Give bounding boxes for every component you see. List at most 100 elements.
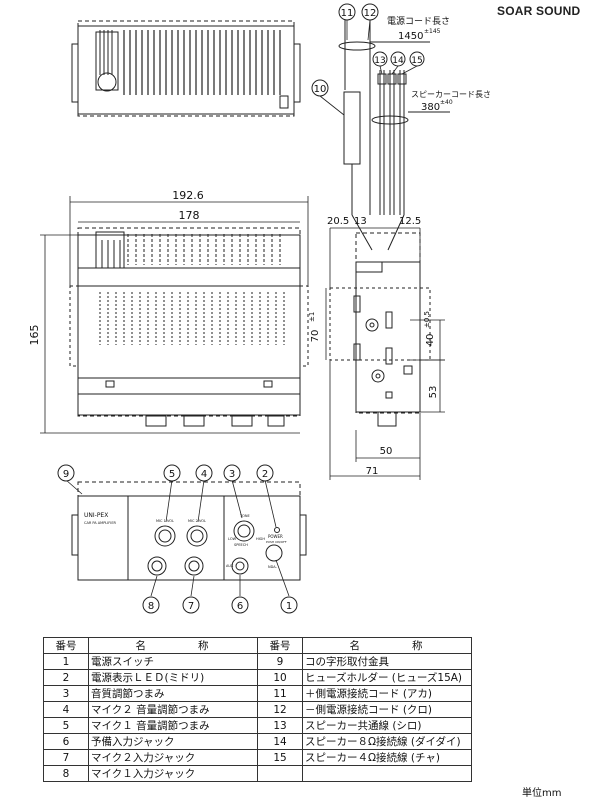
dim-side-bottom: 53 (428, 386, 439, 399)
table-row: 3 音質調節つまみ 11 ＋側電源接続コード (アカ) (43, 685, 472, 702)
svg-text:8: 8 (148, 601, 154, 612)
front-dimensions (40, 196, 309, 434)
row-name: ヒューズホルダー (ヒューズ15A) (302, 669, 472, 686)
svg-text:11: 11 (341, 8, 354, 19)
callout-1: 1 (280, 596, 298, 614)
svg-text:2: 2 (262, 469, 268, 480)
row-no: 3 (43, 685, 89, 702)
row-name: マイク２入力ジャック (88, 749, 258, 766)
dim-overall-width: 192.6 (172, 189, 204, 202)
callout-5: 5 (163, 464, 181, 482)
dim-inner-width: 178 (179, 209, 200, 222)
row-name: マイク１ 音量調節つまみ (88, 717, 258, 734)
power-cord-label: 電源コード長さ (387, 16, 450, 27)
row-no: 4 (43, 701, 89, 718)
svg-text:15: 15 (411, 56, 422, 66)
callout-7: 7 (182, 596, 200, 614)
brand-logo: SOAR SOUND (497, 4, 581, 18)
front-view (69, 227, 309, 427)
power-cord-value: 1450 (398, 31, 423, 42)
svg-text:14: 14 (392, 56, 404, 66)
panel-mic1-vol: MIC 1 VOL (156, 519, 174, 523)
callout-2: 2 (256, 464, 274, 482)
row-name: スピーカー８Ω接続線 (ダイダイ) (302, 733, 472, 750)
callout-4: 4 (195, 464, 213, 482)
header-no-left: 番号 (43, 637, 89, 654)
dim-side-left-offset: 20.5 (327, 216, 349, 227)
parts-table: 番号 名 称 番号 名 称 1 電源スイッチ 9 コの字形取付金具 2 電源表示… (43, 637, 472, 782)
row-no: 12 (257, 701, 303, 718)
row-name: －側電源接続コード (クロ) (302, 701, 472, 718)
table-row: 4 マイク２ 音量調節つまみ 12 －側電源接続コード (クロ) (43, 701, 472, 718)
svg-text:10: 10 (314, 84, 327, 95)
row-name: マイク２ 音量調節つまみ (88, 701, 258, 718)
panel-push: PUSH ON/OFF (266, 540, 287, 544)
panel-mic2-vol: MIC 2 VOL (188, 519, 206, 523)
callout-15: 15 (409, 51, 425, 67)
row-no (257, 765, 303, 782)
panel-sub: CAR PA AMPLIFIER (84, 521, 117, 525)
row-name: 予備入力ジャック (88, 733, 258, 750)
svg-text:7: 7 (188, 601, 194, 612)
svg-text:13: 13 (374, 56, 385, 66)
header-no-right: 番号 (257, 637, 303, 654)
power-cord-tol: ±145 (424, 28, 441, 35)
callout-13: 13 (372, 51, 388, 67)
panel-brand-small: NDA- (268, 565, 278, 569)
dim-side-right-offset: 12.5 (399, 216, 421, 227)
table-row: 7 マイク２入力ジャック 15 スピーカー４Ω接続線 (チャ) (43, 749, 472, 766)
callout-14: 14 (390, 51, 406, 67)
panel-aux: AUX (226, 564, 234, 568)
callout-11: 11 (338, 3, 356, 21)
panel-speech: SPEECH (234, 543, 248, 547)
row-name: スピーカー４Ω接続線 (チャ) (302, 749, 472, 766)
row-name: マイク１入力ジャック (88, 765, 258, 782)
speaker-cord-label: スピーカーコード長さ (411, 90, 491, 99)
dim-hole-spacing: 40 (425, 334, 436, 347)
panel-tone: TONE (239, 514, 250, 518)
row-no: 9 (257, 653, 303, 670)
speaker-cord-tol: ±40 (440, 99, 453, 106)
callout-leaders (65, 19, 418, 597)
front-panel-view (71, 481, 307, 581)
row-no: 8 (43, 765, 89, 782)
row-name (302, 765, 472, 782)
dim-depth-overall: 71 (366, 466, 379, 477)
row-name: コの字形取付金具 (302, 653, 472, 670)
dim-depth-inner: 50 (380, 446, 393, 457)
dim-height: 165 (28, 325, 41, 346)
unit-label: 単位mm (522, 788, 562, 799)
callout-9: 9 (57, 464, 75, 482)
callout-10: 10 (311, 79, 329, 97)
dim-hole-spacing-tol: ±0.5 (423, 311, 431, 328)
table-row: 5 マイク１ 音量調節つまみ 13 スピーカー共通線 (シロ) (43, 717, 472, 734)
row-no: 14 (257, 733, 303, 750)
cord-assembly (338, 18, 450, 251)
row-name: スピーカー共通線 (シロ) (302, 717, 472, 734)
header-name-left: 名 称 (88, 637, 258, 654)
svg-text:1: 1 (286, 601, 292, 612)
callout-3: 3 (223, 464, 241, 482)
svg-text:12: 12 (364, 8, 377, 19)
row-no: 1 (43, 653, 89, 670)
row-no: 13 (257, 717, 303, 734)
svg-text:9: 9 (63, 469, 69, 480)
row-no: 2 (43, 669, 89, 686)
row-no: 15 (257, 749, 303, 766)
side-dimensions (325, 227, 445, 480)
table-row: 6 予備入力ジャック 14 スピーカー８Ω接続線 (ダイダイ) (43, 733, 472, 750)
panel-power: POWER (268, 534, 283, 539)
table-row: 1 電源スイッチ 9 コの字形取付金具 (43, 653, 472, 670)
table-row: 2 電源表示ＬＥＤ(ミドリ) 10 ヒューズホルダー (ヒューズ15A) (43, 669, 472, 686)
row-name: ＋側電源接続コード (アカ) (302, 685, 472, 702)
row-no: 10 (257, 669, 303, 686)
callout-8: 8 (142, 596, 160, 614)
dim-hole-pitch-tol: ±1 (308, 312, 316, 322)
panel-low: LOW (228, 537, 237, 541)
row-name: 電源表示ＬＥＤ(ミドリ) (88, 669, 258, 686)
speaker-cord-value: 380 (421, 102, 440, 113)
row-no: 11 (257, 685, 303, 702)
dim-hole-pitch: 70 (310, 330, 321, 343)
svg-text:6: 6 (237, 601, 243, 612)
